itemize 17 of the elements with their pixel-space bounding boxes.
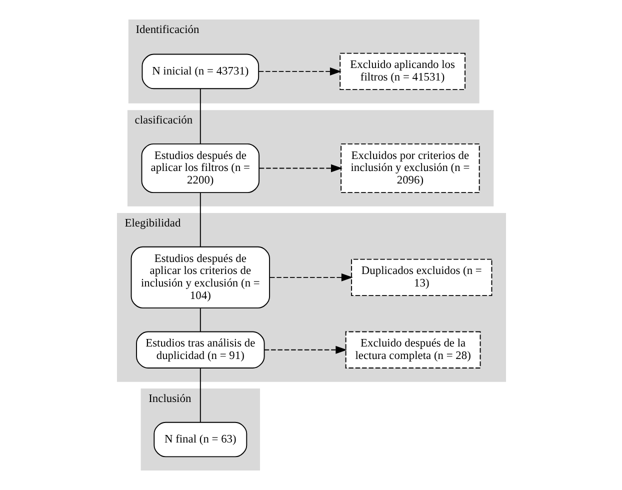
connector	[199, 308, 200, 332]
node-box: Excluido aplicando los filtros (n = 41531)	[339, 52, 465, 90]
node-box: Excluidos por criterios de inclusión y exclusión (n = 2096)	[340, 143, 480, 194]
node-box: N inicial (n = 43731)	[141, 54, 259, 90]
connector	[199, 192, 200, 248]
connector	[199, 88, 200, 144]
node-box: Estudios después de aplicar los criterios de inclusión y exclusión (n = 104)	[130, 246, 270, 308]
connector	[199, 368, 200, 423]
arrow	[258, 67, 341, 76]
node-box: Excluido después de la lectura completa (n = 28)	[344, 331, 480, 368]
arrow	[258, 164, 342, 172]
node-box: Duplicados excluidos (n = 13)	[350, 258, 492, 296]
node-box: Estudios tras análisis de duplicidad (n = 91)	[136, 331, 264, 368]
node-box: N final (n = 63)	[153, 422, 247, 458]
arrow	[269, 273, 352, 282]
arrow	[263, 346, 347, 354]
node-box: Estudios después de aplicar los filtros (n = 2200)	[140, 143, 260, 194]
